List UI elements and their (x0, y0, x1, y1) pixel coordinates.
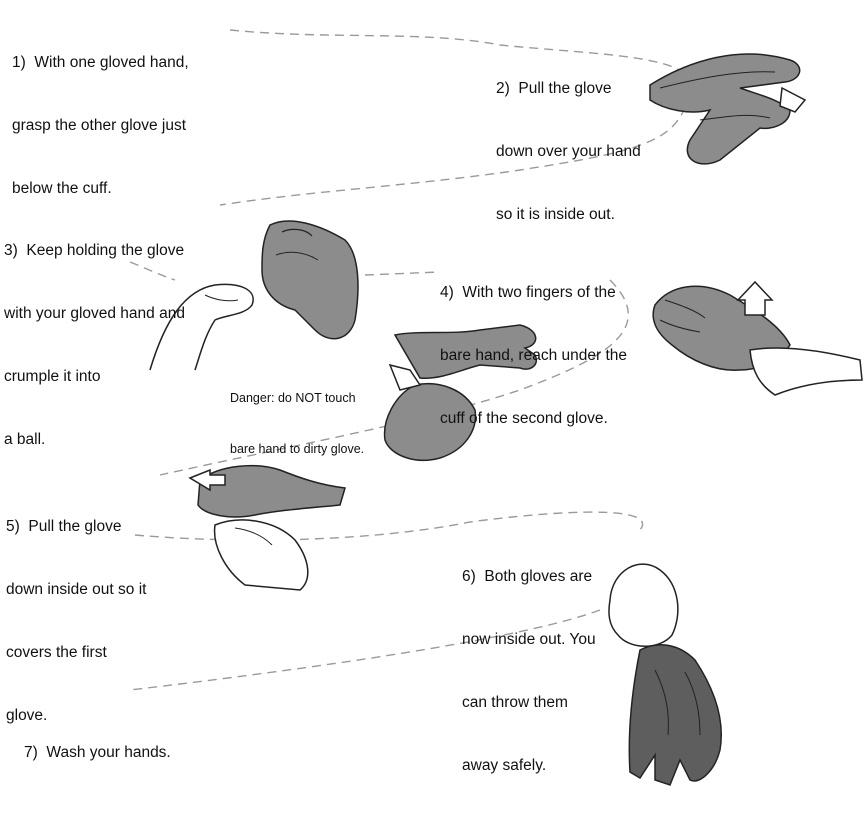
step-5-line-3: covers the first (6, 642, 146, 663)
step-6-hands-image (609, 564, 721, 785)
step-7-line-1: 7) Wash your hands. (24, 742, 171, 763)
step-6-line-4: away safely. (462, 755, 596, 776)
step-1-line-2: grasp the other glove just (12, 115, 189, 136)
step-6-line-3: can throw them (462, 692, 596, 713)
step-2-line-1: 2) Pull the glove (496, 78, 641, 99)
step-2-text: 2) Pull the glove down over your hand so… (496, 36, 641, 267)
step-5-line-2: down inside out so it (6, 579, 146, 600)
step-7-text: 7) Wash your hands. (24, 700, 171, 805)
step-3-line-2: with your gloved hand and (4, 303, 185, 324)
danger-warning-text: Danger: do NOT touch bare hand to dirty … (230, 356, 364, 492)
step-6-text: 6) Both gloves are now inside out. You c… (462, 524, 596, 818)
step-3-line-1: 3) Keep holding the glove (4, 240, 185, 261)
step-3-line-4: a ball. (4, 429, 185, 450)
step-3-line-3: crumple it into (4, 366, 185, 387)
step-5-line-1: 5) Pull the glove (6, 516, 146, 537)
step-2-hands-image (650, 54, 805, 164)
glove-removal-diagram: 1) With one gloved hand, grasp the other… (0, 0, 868, 799)
step-4-line-3: cuff of the second glove. (440, 408, 627, 429)
step-2-line-2: down over your hand (496, 141, 641, 162)
step-3-text: 3) Keep holding the glove with your glov… (4, 198, 185, 492)
step-4-text: 4) With two fingers of the bare hand, re… (440, 240, 627, 471)
step-6-line-2: now inside out. You (462, 629, 596, 650)
danger-line-2: bare hand to dirty glove. (230, 441, 364, 458)
step-1-line-3: below the cuff. (12, 178, 189, 199)
step-2-line-3: so it is inside out. (496, 204, 641, 225)
danger-line-1: Danger: do NOT touch (230, 390, 364, 407)
step-1-line-1: 1) With one gloved hand, (12, 52, 189, 73)
step-6-line-1: 6) Both gloves are (462, 566, 596, 587)
step-4-hands-image (653, 282, 862, 395)
step-4-line-1: 4) With two fingers of the (440, 282, 627, 303)
step-4-line-2: bare hand, reach under the (440, 345, 627, 366)
